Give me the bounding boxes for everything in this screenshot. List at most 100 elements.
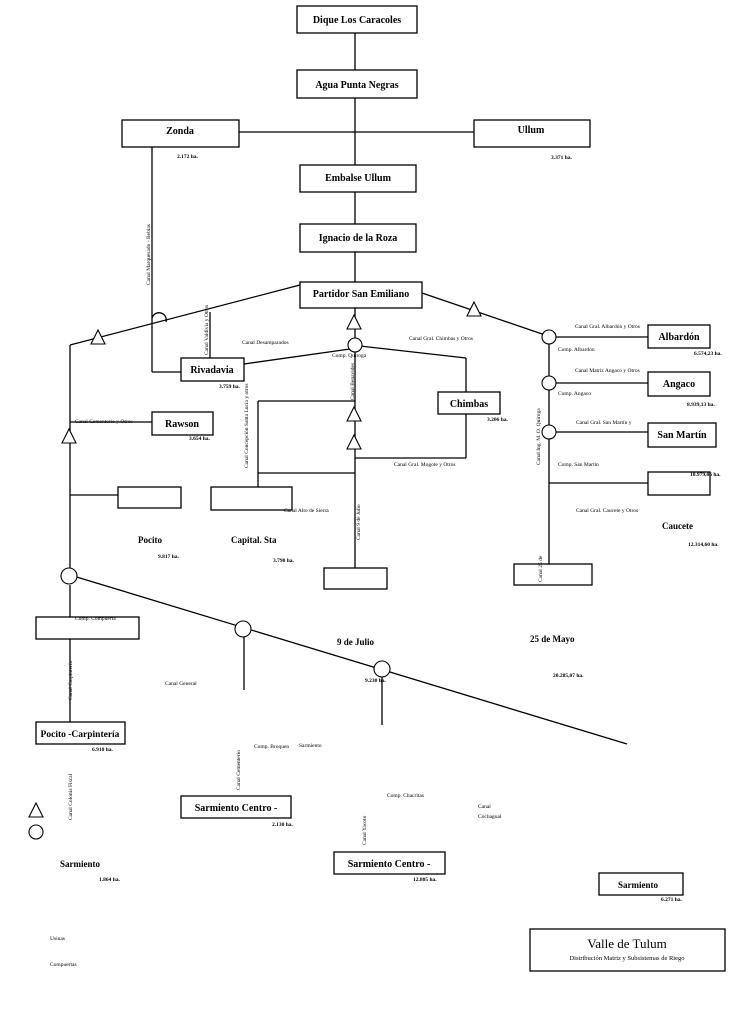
- box-sarmiento-centro-1: Sarmiento Centro -: [180, 795, 292, 819]
- label-areas-pocito-carpinteria: 6.910 ha.: [92, 747, 114, 753]
- label-regions-pocito: Pocito: [138, 535, 162, 545]
- label-regions-sarmiento: Sarmiento: [60, 859, 100, 869]
- label-legend-compuertas: Compuertas: [50, 962, 77, 968]
- box-rawson: Rawson: [151, 411, 214, 436]
- label-areas-rawson: 3.654 ha.: [189, 436, 211, 442]
- label-canals-nueve-de-julio: Canal 9 de Julio: [356, 504, 362, 540]
- right-branch-lines: [421, 292, 648, 564]
- label-areas-rivadavia: 3.759 ha.: [219, 384, 241, 390]
- box-zonda: Zonda: [121, 119, 240, 148]
- box-25-mayo: [513, 563, 593, 586]
- label-areas-pocito: 9.817 ha.: [158, 554, 180, 560]
- label-canals-cochagual: Cochagual: [478, 814, 502, 820]
- legend-compuerta-marker: [28, 824, 44, 840]
- label-boxes-dique: Dique Los Caracoles: [313, 15, 401, 26]
- usina-marker: [466, 300, 482, 317]
- label-canals-desamparados: Canal Desamparados: [242, 340, 289, 346]
- label-canals-matriz-angaco: Canal Matriz Angaco y Otros: [575, 368, 640, 374]
- label-boxes-chimbas: Chimbas: [450, 399, 488, 410]
- label-canals-chimbas-otros: Canal Gral. Chimbas y Otros: [409, 336, 473, 342]
- title-box: Valle de Tulum Distribución Matriz y Sub…: [529, 928, 726, 972]
- box-angaco: Angaco: [647, 371, 711, 397]
- label-canals-general: Canal General: [165, 681, 197, 687]
- label-canals-canal-label: Canal: [478, 804, 491, 810]
- label-canals-caucete-otros: Canal Gral. Caucete y Otros: [576, 508, 638, 514]
- label-canals-marquesado: Canal Marquesado - Bebias: [146, 224, 152, 285]
- box-dique: Dique Los Caracoles: [296, 5, 418, 34]
- box-sarmiento-centro-2: Sarmiento Centro -: [333, 851, 446, 875]
- title-subtitle: Distribución Matriz y Subsistemas de Rie…: [569, 955, 684, 962]
- usina-marker: [346, 405, 362, 422]
- label-areas-angaco: 8.939,13 ha.: [687, 402, 715, 408]
- label-legend-usinas: Usinas: [50, 936, 65, 942]
- label-canals-comp-broquen: Comp. Broquen: [254, 744, 289, 750]
- label-boxes-sarmiento-centro-2: Sarmiento Centro -: [348, 859, 431, 870]
- label-canals-veinticinco-de-mayo: Canal 25 de: [538, 555, 544, 582]
- box-sarmiento: Sarmiento: [598, 872, 684, 896]
- label-canals-cementerio: Canal Cementerio y Otros: [75, 419, 133, 425]
- south-branch-lines: [69, 574, 628, 745]
- albardon-area-label: 6.574,23 ha.: [694, 351, 722, 357]
- label-canals-comp-compuerta: Comp. Compuerta: [75, 616, 116, 622]
- box-caucete-empty: [647, 471, 711, 496]
- usina-marker: [346, 433, 362, 450]
- label-regions-caucete: Caucete: [662, 521, 693, 531]
- label-areas-sarmiento-centro-1: 2.130 ha.: [272, 822, 294, 828]
- usina-triangles: [28, 300, 482, 818]
- label-canals-comp-san-martin: Comp. San Martín: [558, 462, 599, 468]
- rotated-canal-labels: Canal Marquesado - Bebias Canal Valdivia…: [68, 224, 544, 845]
- box-9-julio-empty: [323, 567, 388, 590]
- usina-marker: [90, 328, 106, 345]
- label-boxes-ignacio-de-la-roza: Ignacio de la Roza: [319, 233, 398, 244]
- label-boxes-albardon: Albardón: [658, 332, 700, 343]
- label-areas-nueve-de-julio: 9.230 ha.: [365, 678, 387, 684]
- box-san-martin: San Martín: [647, 422, 717, 448]
- label-regions-veinticinco-de-mayo: 25 de Mayo: [530, 634, 575, 644]
- compuerta-circles: [28, 329, 557, 840]
- label-areas-ullum: 3.371 ha.: [551, 155, 573, 161]
- box-chimbas: Chimbas: [437, 391, 501, 415]
- label-boxes-partidor-san-emiliano: Partidor San Emiliano: [313, 289, 410, 300]
- label-canals-quiroga: Comp. Quiroga: [332, 353, 367, 359]
- label-areas-capital: 3.790 ha.: [273, 558, 295, 564]
- label-canals-albardon-otros: Canal Gral. Albardón y Otros: [575, 324, 640, 330]
- box-pocito-empty: [117, 486, 182, 509]
- compuerta-marker: [234, 620, 252, 638]
- box-ignacio-de-la-roza: Ignacio de la Roza: [299, 223, 417, 253]
- label-boxes-pocito-carpinteria: Pocito -Carpintería: [41, 730, 120, 740]
- canal-labels: Canal Desamparados Comp. Quiroga Canal G…: [50, 324, 640, 968]
- compuerta-marker: [347, 337, 363, 353]
- label-areas-chimbas: 3.206 ha.: [487, 417, 509, 423]
- label-canals-benavides: Canal Benavides: [350, 363, 356, 400]
- box-rivadavia: Rivadavia: [180, 357, 245, 382]
- box-embalse-ullum: Embalse Ullum: [299, 164, 417, 193]
- label-areas-sarmiento-centro-2: 12.805 ha.: [413, 877, 437, 883]
- label-areas-veinticinco-de-mayo: 20.285,07 ha.: [553, 673, 584, 679]
- box-agua-punta-negras: Agua Punta Negras: [296, 69, 418, 99]
- label-boxes-rivadavia: Rivadavia: [190, 365, 233, 376]
- label-canals-cementerio-sur: Canal Cementerio: [236, 750, 242, 790]
- title-main: Valle de Tulum: [587, 936, 666, 951]
- area-labels: 2.172 ha. 3.371 ha. 3.759 ha. 3.654 ha. …: [92, 154, 722, 903]
- label-canals-carpinteria: Canal Carpintería: [68, 660, 74, 700]
- label-regions-capital: Capital. Sta: [231, 535, 277, 545]
- canal-crossing: [151, 312, 167, 323]
- label-areas-caucete: 12.314,60 ha.: [688, 542, 719, 548]
- box-ullum: Ullum: [473, 119, 591, 148]
- label-areas-albardon: 6.574,23 ha.: [694, 351, 722, 357]
- compuerta-marker: [60, 567, 78, 585]
- label-areas-zonda: 2.172 ha.: [177, 154, 199, 160]
- label-canals-yacoto: Canal Yacoto: [362, 815, 368, 845]
- usina-marker: [61, 427, 77, 444]
- label-boxes-sarmiento: Sarmiento: [618, 880, 658, 890]
- legend-usina-marker: [28, 801, 44, 818]
- box-compuerta: [35, 616, 140, 640]
- label-canals-comp-chacritas: Comp. Chacritas: [387, 793, 424, 799]
- compuerta-marker: [541, 375, 557, 391]
- usina-marker: [346, 313, 362, 330]
- compuerta-marker: [373, 660, 391, 678]
- label-canals-san-martin: Canal Gral. San Martín y: [576, 420, 632, 426]
- label-canals-mogote: Canal Gral. Mogote y Otros: [394, 462, 456, 468]
- label-boxes-zonda: Zonda: [166, 126, 194, 137]
- box-albardon: Albardón: [647, 324, 711, 349]
